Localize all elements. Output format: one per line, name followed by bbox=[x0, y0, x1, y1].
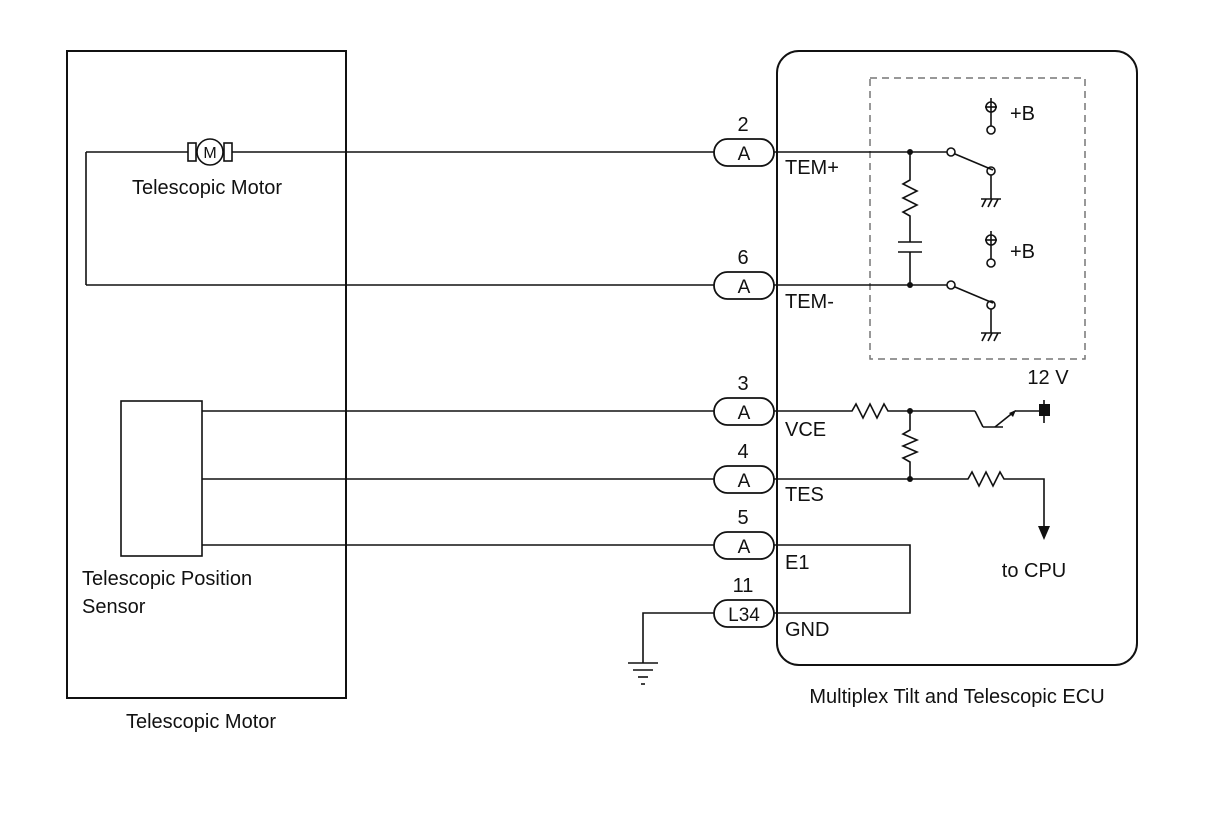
pin-number: 11 bbox=[733, 575, 754, 597]
supply-label-upper: +B bbox=[1010, 103, 1035, 125]
pin-number: 5 bbox=[737, 507, 748, 529]
transistor-icon bbox=[974, 400, 1050, 428]
terminal-label: GND bbox=[785, 619, 829, 641]
tes-cpu-resistor-icon bbox=[774, 470, 1045, 527]
motor-icon: M bbox=[187, 138, 233, 166]
terminal-label: VCE bbox=[785, 419, 826, 441]
position-sensor-box bbox=[120, 400, 203, 557]
pin-tes: 4 A TES bbox=[713, 441, 824, 506]
motor-label: Telescopic Motor bbox=[132, 177, 282, 199]
cpu-arrow-icon bbox=[1038, 526, 1050, 540]
pin-e1: 5 A E1 bbox=[713, 507, 809, 574]
pin-connector: L34 bbox=[728, 605, 760, 626]
cpu-label: to CPU bbox=[1002, 560, 1066, 582]
relay-switch-upper-icon bbox=[946, 98, 1001, 208]
pin-number: 3 bbox=[737, 373, 748, 395]
pin-connector: A bbox=[738, 144, 751, 165]
terminal-label: TEM+ bbox=[785, 157, 839, 179]
pin-connector: A bbox=[738, 537, 751, 558]
ground-icon bbox=[628, 662, 658, 685]
pin-vce: 3 A VCE bbox=[713, 373, 826, 441]
pin-connector: A bbox=[738, 403, 751, 424]
sensor-label-line1: Telescopic Position bbox=[82, 568, 252, 590]
e1-gnd-internal-wire bbox=[774, 544, 911, 614]
pull-resistor-icon bbox=[900, 411, 920, 479]
capacitor-icon bbox=[898, 241, 922, 253]
pin-number: 6 bbox=[737, 247, 748, 269]
ecu-label: Multiplex Tilt and Telescopic ECU bbox=[809, 686, 1104, 708]
terminal-label: TES bbox=[785, 484, 824, 506]
sensor-label-line2: Sensor bbox=[82, 596, 146, 618]
motor-symbol-label: M bbox=[203, 145, 216, 162]
voltage-label: 12 V bbox=[1027, 367, 1069, 389]
pin-tem-plus: 2 A TEM+ bbox=[713, 114, 839, 179]
snubber-resistor-icon bbox=[901, 152, 919, 242]
pin-tem-minus: 6 A TEM- bbox=[713, 247, 834, 313]
pin-number: 2 bbox=[737, 114, 748, 136]
terminal-label: E1 bbox=[785, 552, 809, 574]
telescopic-motor-assembly-label: Telescopic Motor bbox=[126, 711, 276, 733]
wire-gnd-external bbox=[642, 612, 714, 663]
motor-driver-dashed-box bbox=[869, 77, 1086, 360]
pin-number: 4 bbox=[737, 441, 748, 463]
relay-switch-lower-icon bbox=[946, 231, 1001, 342]
telescopic-motor-assembly-box bbox=[66, 50, 347, 699]
pin-connector: A bbox=[738, 277, 751, 298]
ecu-box bbox=[776, 50, 1138, 666]
pin-gnd: 11 L34 GND bbox=[713, 575, 829, 641]
terminal-label: TEM- bbox=[785, 291, 834, 313]
vce-series-resistor-icon bbox=[774, 402, 975, 420]
supply-label-lower: +B bbox=[1010, 241, 1035, 263]
pin-connector: A bbox=[738, 471, 751, 492]
